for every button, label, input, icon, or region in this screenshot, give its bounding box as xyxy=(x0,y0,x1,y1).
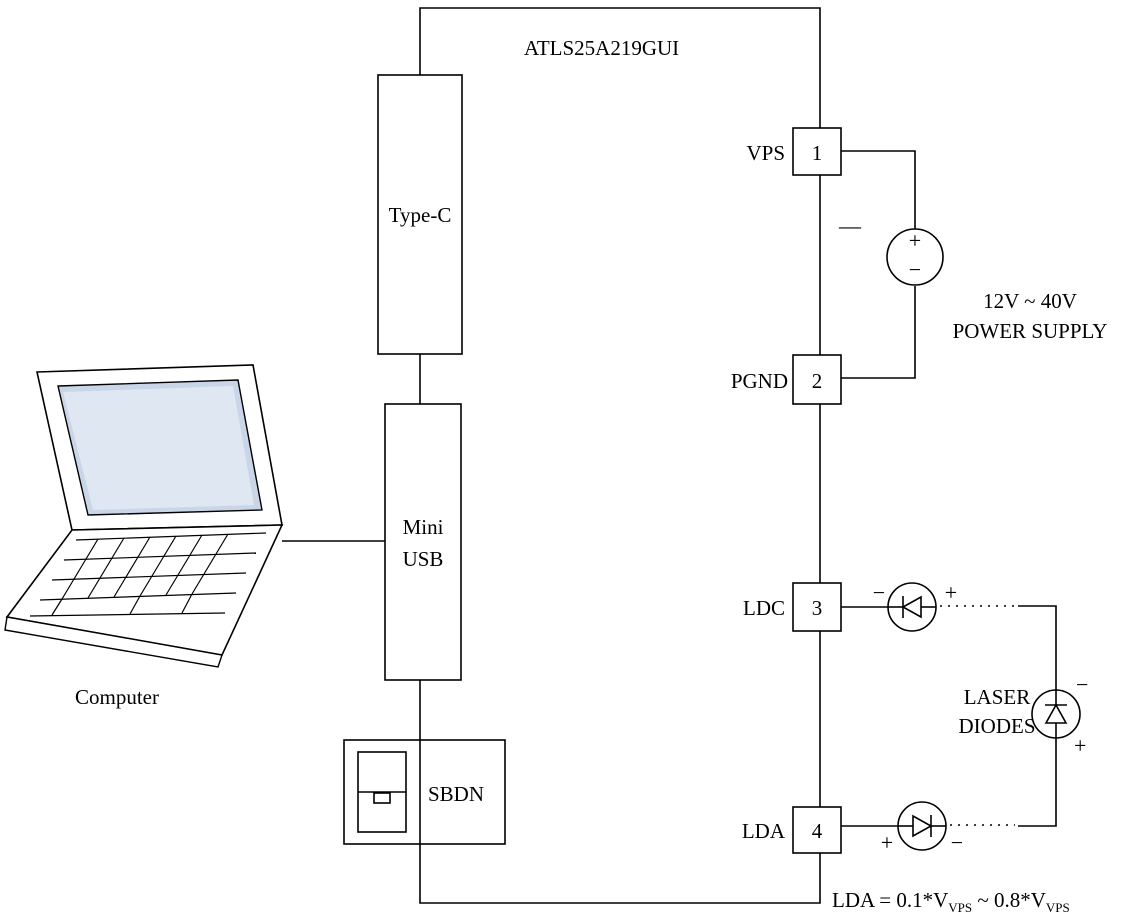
laser-diode-minus: − xyxy=(1076,672,1088,697)
laser-top-wire xyxy=(1018,605,1057,690)
laser-diode-plus: + xyxy=(1074,733,1086,758)
lda-diode-minus: − xyxy=(951,830,963,855)
pin-4-number: 4 xyxy=(812,819,823,843)
pin-2-name: PGND xyxy=(731,369,788,393)
computer-label: Computer xyxy=(75,685,159,709)
lda-equation-sub-1: VPS xyxy=(948,900,972,915)
power-supply-symbol xyxy=(886,228,944,286)
pin-1-box xyxy=(792,127,842,176)
lda-diode-symbol xyxy=(897,801,947,851)
ldc-diode-plus: + xyxy=(945,580,957,605)
lda-equation-sub-2: VPS xyxy=(1046,900,1070,915)
ground-dash: — xyxy=(838,213,862,238)
pin-3-name: LDC xyxy=(743,596,785,620)
sbdn-label: SBDN xyxy=(428,782,484,806)
power-supply-voltage: 12V ~ 40V xyxy=(983,289,1077,313)
mini-usb-connector xyxy=(384,403,462,681)
board-title: ATLS25A219GUI xyxy=(524,36,679,60)
type-c-label: Type-C xyxy=(389,203,452,227)
pin-1-name: VPS xyxy=(746,141,785,165)
pin-4-name: LDA xyxy=(742,819,786,843)
ldc-diode-symbol xyxy=(887,582,937,632)
mini-usb-label-line2: USB xyxy=(403,547,444,571)
laser-label-line1: LASER xyxy=(964,685,1031,709)
mini-usb-label-line1: Mini xyxy=(403,515,444,539)
lda-equation: LDA = 0.1*VVPS ~ 0.8*VVPS xyxy=(832,888,1070,915)
pin-3-number: 3 xyxy=(812,596,823,620)
pin-2-box xyxy=(792,354,842,405)
laser-diode-symbol xyxy=(1031,689,1081,739)
lda-equation-mid: ~ 0.8*V xyxy=(972,888,1046,912)
power-supply-minus: − xyxy=(909,257,921,282)
lda-diode-plus: + xyxy=(881,830,893,855)
type-c-connector xyxy=(377,74,463,355)
power-supply-label: POWER SUPPLY xyxy=(953,319,1108,343)
lda-equation-lhs: LDA = 0.1*V xyxy=(832,888,948,912)
pgnd-wire xyxy=(841,286,916,379)
laser-bottom-wire xyxy=(1018,738,1057,827)
ldc-diode-minus: − xyxy=(873,580,885,605)
board-outline-top xyxy=(419,7,821,128)
laser-label-line2: DIODES xyxy=(959,714,1036,738)
vps-wire xyxy=(841,150,916,229)
pin-4-box xyxy=(792,806,842,854)
laptop-icon xyxy=(4,364,284,668)
board-outline-bottom xyxy=(419,844,821,904)
pin-2-number: 2 xyxy=(812,369,823,393)
power-supply-plus: + xyxy=(909,228,921,253)
sbdn-switch-knob xyxy=(373,792,391,804)
pin-1-number: 1 xyxy=(812,141,823,165)
